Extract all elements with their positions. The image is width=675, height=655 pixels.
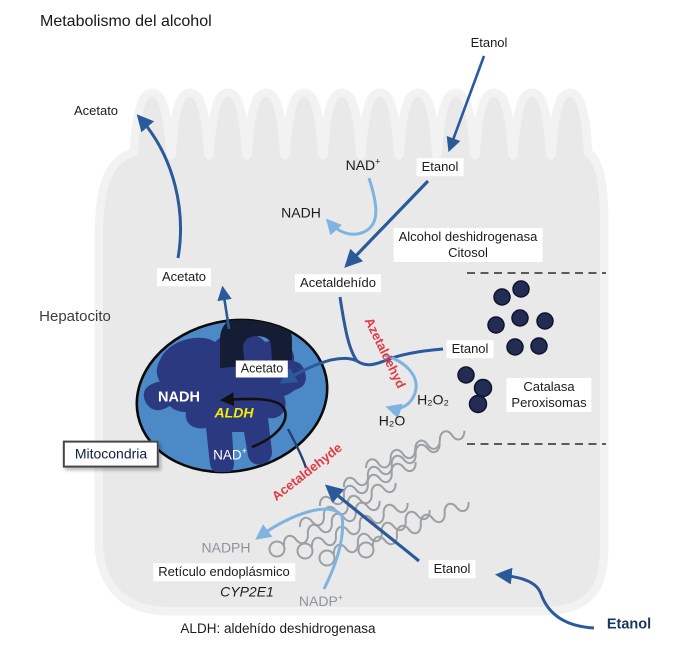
er-ring bbox=[357, 541, 375, 559]
label-acetato-mito: Acetato bbox=[235, 360, 289, 378]
endoplasmic-reticulum bbox=[268, 426, 475, 567]
peroxisome-dot bbox=[511, 309, 529, 327]
enzyme-location: Citosol bbox=[448, 245, 488, 260]
arrow-etanol-entry-top bbox=[446, 55, 486, 153]
arrow-mito-to-acetate bbox=[217, 285, 232, 330]
peroxisome-dot bbox=[506, 338, 524, 356]
enzyme-name: Catalasa bbox=[523, 379, 575, 394]
label-aldh-mito: ALDH bbox=[214, 404, 254, 421]
peroxisome-dot bbox=[487, 316, 505, 334]
mitochondria-matrix-dark bbox=[220, 313, 292, 368]
label-etanol-cytosol: Etanol bbox=[416, 158, 464, 176]
arrow-aldh-black bbox=[219, 392, 287, 449]
peroxisome-dots bbox=[457, 280, 554, 414]
label-etanol-peroxisome: Etanol bbox=[446, 340, 494, 358]
label-etanol-top: Etanol bbox=[470, 35, 508, 51]
organelle-name: Peroxisomas bbox=[511, 395, 587, 410]
peroxisome-dot bbox=[468, 394, 488, 414]
arrow-h2o2-to-h2o bbox=[383, 353, 418, 419]
label-etanol-er: Etanol bbox=[428, 560, 476, 578]
peroxisome-dot bbox=[530, 337, 548, 355]
label-nad-cytosol: NAD+ bbox=[345, 156, 381, 173]
arrow-peroxisome-etanol-to-mito bbox=[279, 347, 444, 384]
arrow-acetate-exit bbox=[136, 114, 182, 259]
label-acetato-exported: Acetato bbox=[73, 103, 119, 119]
er-ring bbox=[296, 542, 314, 560]
label-catalasa-peroxisomas: Catalasa Peroxisomas bbox=[506, 378, 592, 412]
pathway-arrows bbox=[136, 55, 595, 630]
label-alcohol-deshidrogenasa: Alcohol deshidrogenasa Citosol bbox=[393, 228, 543, 262]
arrow-etanol-entry-bottom bbox=[494, 567, 595, 630]
arrow-etanol-to-acetaldehyde bbox=[344, 179, 430, 268]
label-footnote: ALDH: aldehído deshidrogenasa bbox=[180, 620, 376, 636]
arrow-er-etanol-to-acetaldehyde bbox=[324, 484, 421, 563]
label-h2o2: H₂O₂ bbox=[417, 391, 449, 408]
label-nadph: NADPH bbox=[201, 539, 251, 556]
label-nadh-cytosol: NADH bbox=[281, 204, 321, 221]
peroxisome-dot bbox=[493, 288, 511, 306]
label-nad-mito: NAD+ bbox=[213, 446, 247, 463]
arrow-acetaldehyde-down bbox=[338, 296, 359, 362]
label-h2o: H₂O bbox=[378, 412, 406, 429]
peroxisome-compartment bbox=[467, 272, 606, 445]
arrow-nad-to-nadh bbox=[325, 177, 378, 236]
diagram-title: Metabolismo del alcohol bbox=[40, 13, 212, 30]
label-etanol-outside: Etanol bbox=[606, 616, 652, 633]
label-mitocondria-box: Mitocondria bbox=[62, 440, 160, 468]
label-hepatocito: Hepatocito bbox=[39, 308, 111, 325]
peroxisome-dot bbox=[512, 280, 530, 298]
mitochondria-cristae bbox=[143, 361, 306, 411]
enzyme-name: Alcohol deshidrogenasa bbox=[398, 229, 538, 244]
label-nadh-mito: NADH bbox=[158, 389, 200, 406]
label-acetato-mid: Acetato bbox=[156, 268, 212, 286]
er-ring bbox=[268, 540, 286, 558]
label-acetaldehido: Acetaldehído bbox=[295, 274, 381, 292]
peroxisome-dot bbox=[457, 366, 475, 384]
label-cyp2e1: CYP2E1 bbox=[220, 583, 274, 600]
peroxisome-dot bbox=[473, 378, 493, 398]
label-reticulo-endoplasmico: Retículo endoplásmico bbox=[153, 563, 295, 581]
er-ring bbox=[318, 549, 336, 567]
line-er-acetaldehyde-to-mito bbox=[286, 428, 308, 469]
peroxisome-dot bbox=[536, 312, 554, 330]
arrow-nadp-to-nadph bbox=[255, 507, 345, 590]
label-nadp: NADP+ bbox=[298, 592, 344, 609]
